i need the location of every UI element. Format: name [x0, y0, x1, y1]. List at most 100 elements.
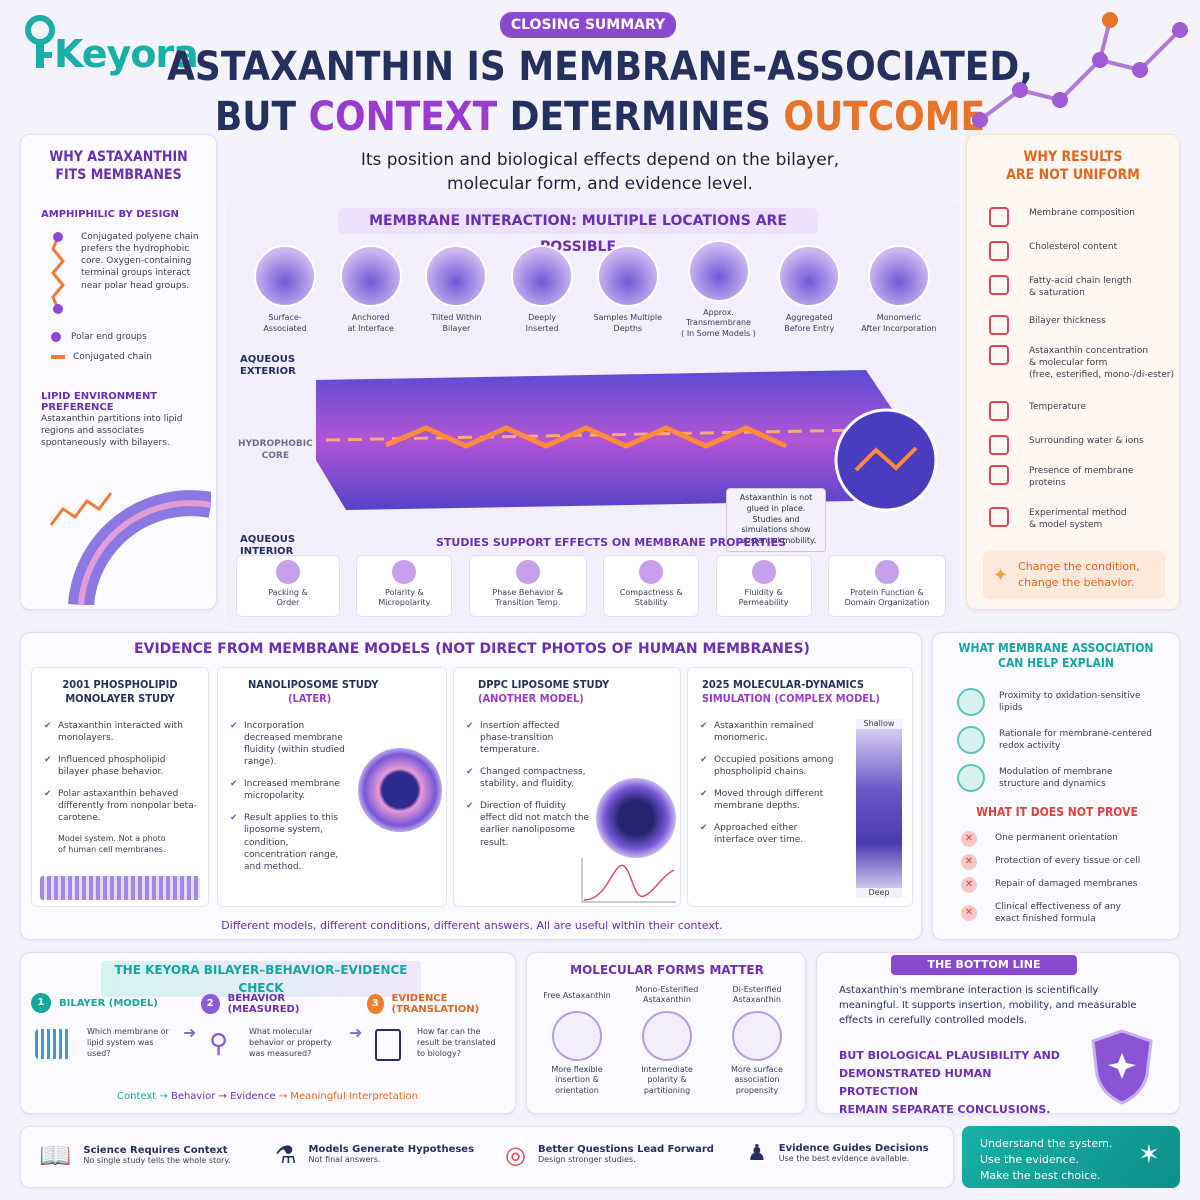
form-name: Free Astaxanthin — [543, 991, 611, 1000]
amphiphilic-title: AMPHIPHILIC BY DESIGN — [41, 209, 179, 220]
bottom-line-panel: THE BOTTOM LINE Astaxanthin's membrane i… — [816, 952, 1180, 1116]
study-card: 2025 MOLECULAR-DYNAMICS SIMULATION (COMP… — [687, 667, 913, 907]
factor-item: Fatty-acid chain length & saturation — [989, 275, 1177, 315]
phase-transition-plot — [581, 858, 676, 903]
flask-icon: ⚗ — [275, 1141, 297, 1169]
location-item: Aggregated Before Entry — [768, 245, 850, 334]
location-thumbnail — [867, 245, 930, 308]
location-sublabel: at Interface — [347, 323, 394, 333]
redox-icon — [957, 726, 985, 754]
cta-line-2: Use the evidence. — [980, 1153, 1079, 1166]
flow-context: Context — [117, 1091, 157, 1102]
effect-sublabel: Order — [276, 598, 300, 608]
evidence-footer: Different models, different conditions, … — [221, 919, 723, 932]
flow-behavior: Behavior — [170, 1091, 216, 1102]
explain-label: Rationale for membrane-centered — [999, 728, 1152, 739]
form-name-1: Mono-Esterified — [635, 985, 699, 994]
location-sublabel: Before Entry — [784, 323, 835, 333]
study-title-1: NANOLIPOSOME STUDY — [248, 678, 379, 691]
finding-item: Approached either interface over time. — [700, 822, 840, 846]
core-label-l1: HYDROPHOBIC — [238, 439, 313, 449]
step-text: Which membrane or lipid system was used? — [87, 1027, 169, 1058]
factor-item: Bilayer thickness — [989, 315, 1177, 345]
location-sublabel: Bilayer — [442, 323, 471, 333]
effect-sublabel: Micropolarity — [378, 598, 431, 608]
flow-evidence: Evidence — [230, 1091, 276, 1102]
factor-label: Presence of membrane — [1029, 466, 1134, 476]
finding-item: Increased membrane micropolarity. — [230, 778, 350, 802]
effect-label: Phase Behavior & — [492, 588, 564, 597]
check-title: THE KEYORA BILAYER–BEHAVIOR–EVIDENCE CHE… — [101, 961, 421, 997]
factor-item: Cholesterol content — [989, 241, 1177, 275]
study-title: 2025 MOLECULAR-DYNAMICS SIMULATION (COMP… — [688, 678, 912, 706]
factor-label: Fatty-acid chain length — [1029, 276, 1132, 286]
title-line-1: ASTAXANTHIN IS MEMBRANE-ASSOCIATED, — [167, 44, 1033, 90]
page-subtitle: Its position and biological effects depe… — [300, 148, 900, 196]
factor-label-2: & molecular form — [1029, 358, 1108, 369]
form-name-1: Di-Esterified — [732, 985, 782, 994]
footer-item-title: Models Generate Hypotheses — [308, 1144, 475, 1156]
location-thumbnail — [596, 245, 659, 308]
factor-label: Experimental method — [1029, 508, 1127, 518]
bilayer-icon — [35, 1029, 71, 1059]
location-item: Samples Multiple Depths — [587, 245, 669, 334]
step-arrow-icon: ➜ — [183, 1023, 197, 1042]
why-not-uniform-title-1: WHY RESULTS — [1023, 149, 1123, 165]
why-fits-title-2: FITS MEMBRANES — [55, 166, 182, 183]
bottom-line-conclusion: BUT BIOLOGICAL PLAUSIBILITY AND DEMONSTR… — [839, 1047, 1069, 1119]
factor-label: Astaxanthin concentration — [1029, 346, 1149, 356]
factor-label: Temperature — [1029, 402, 1087, 412]
form-desc-2: association — [734, 1075, 780, 1085]
finding-item: Direction of fluidity effect did not mat… — [466, 800, 590, 849]
location-thumbnail — [254, 245, 316, 308]
location-label: Deeply — [528, 313, 557, 323]
polar-dot-icon — [51, 332, 61, 343]
logo-key-icon — [25, 15, 55, 68]
di-ester-icon — [732, 1011, 782, 1061]
location-label: Surface- — [268, 313, 302, 323]
clipboard-icon — [375, 1029, 401, 1061]
legend-chain-label: Conjugated chain — [73, 352, 152, 362]
title-determines: DETERMINES — [497, 94, 784, 140]
flow-arrow: → — [218, 1091, 227, 1102]
factor-label: Bilayer thickness — [1029, 316, 1106, 326]
not-prove-label: Clinical effectiveness of any — [995, 901, 1121, 912]
check-flow: Context → Behavior → Evidence → Meaningf… — [117, 1091, 418, 1102]
cta-line-3: Make the best choice. — [980, 1169, 1101, 1182]
location-item: Tilted Within Bilayer — [415, 245, 497, 334]
finding-item: Moved through different membrane depths. — [700, 788, 840, 812]
study-title: 2001 PHOSPHOLIPID MONOLAYER STUDY — [32, 678, 208, 706]
study-title: DPPC LIPOSOME STUDY (ANOTHER MODEL) — [454, 678, 680, 706]
brand-logo[interactable]: Keyora — [20, 14, 200, 76]
lightbulb-icon: ✶ — [1138, 1140, 1160, 1170]
location-thumbnail — [778, 245, 841, 308]
location-label: Monomeric — [876, 313, 922, 323]
form-desc-2: insertion & — [555, 1075, 599, 1085]
location-label: Tilted Within — [431, 313, 482, 323]
step-arrow-icon: ➜ — [349, 1023, 363, 1042]
step-number: 3 — [367, 994, 384, 1014]
factor-label-2: & saturation — [1029, 288, 1085, 299]
effect-sublabel: Domain Organization — [844, 598, 930, 608]
book-icon: 📖 — [39, 1141, 72, 1171]
oxidation-icon — [957, 688, 985, 716]
factor-list: Membrane composition Cholesterol content… — [989, 207, 1177, 543]
x-icon: ✕ — [961, 905, 977, 921]
amphiphilic-molecule-icon — [51, 232, 65, 314]
explain-title-2: CAN HELP EXPLAIN — [998, 656, 1114, 670]
nanoliposome-illustration — [358, 748, 442, 832]
study-title: NANOLIPOSOME STUDY (LATER) — [218, 678, 446, 706]
location-thumbnail — [511, 245, 574, 308]
form-desc: More surface — [731, 1065, 783, 1074]
membrane-section: MEMBRANE INTERACTION: MULTIPLE LOCATIONS… — [226, 200, 960, 628]
form-desc-2: polarity & — [647, 1075, 687, 1085]
form-desc-3: orientation — [555, 1085, 599, 1095]
factor-item: Astaxanthin concentration & molecular for… — [989, 345, 1177, 401]
